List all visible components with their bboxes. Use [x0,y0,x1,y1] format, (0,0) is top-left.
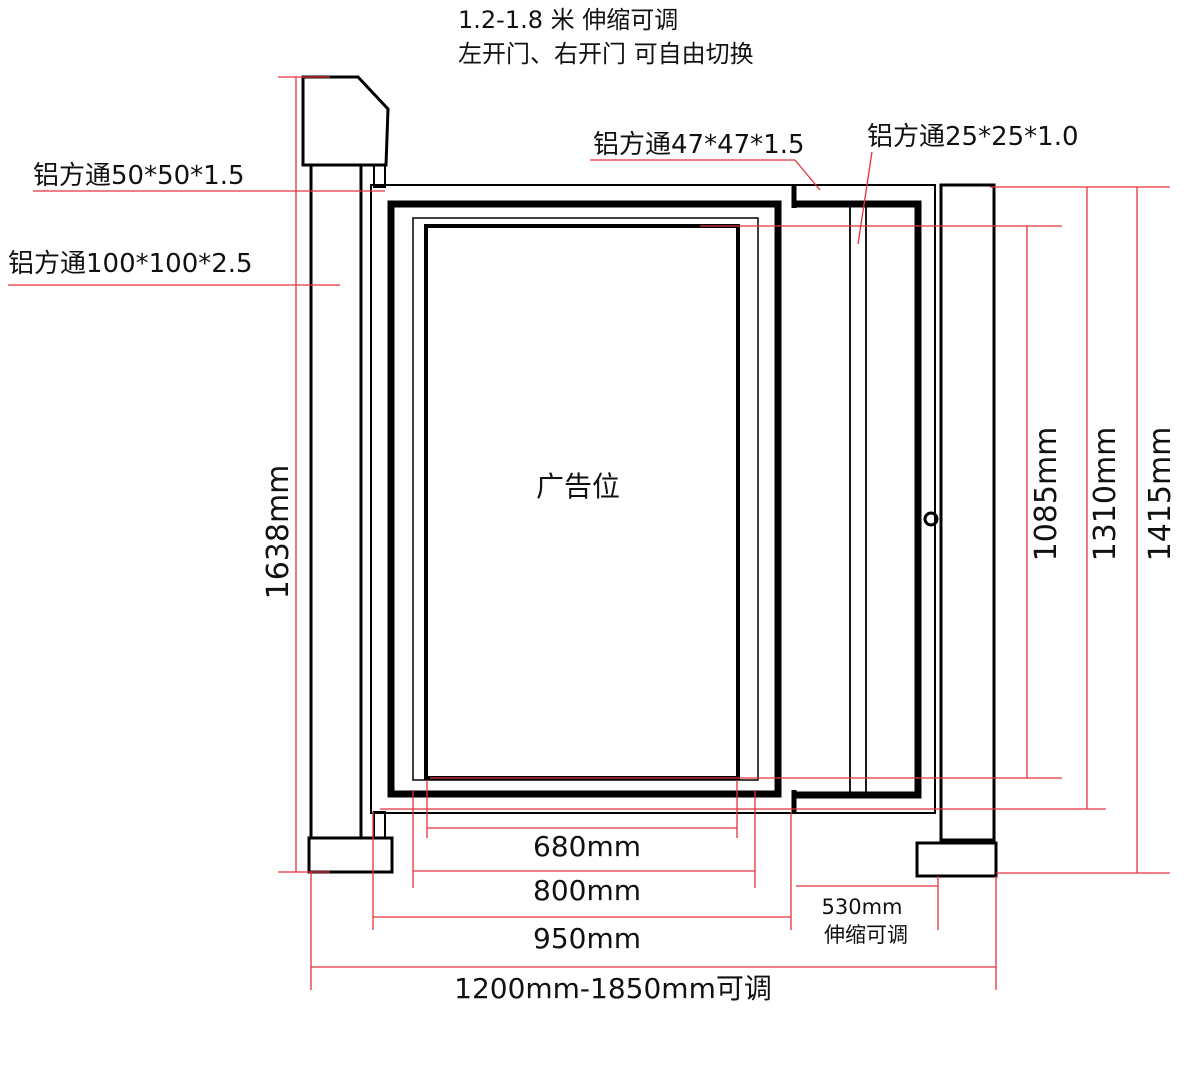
header-line-1: 1.2-1.8 米 伸缩可调 [458,6,678,34]
left-post-cap [301,75,390,167]
dim-label-680: 680mm [533,830,641,863]
left-post-body [309,163,363,840]
gate-frame: 广告位 [370,184,939,814]
dim-label-1638: 1638mm [261,465,296,600]
label-tube-100: 铝方通100*100*2.5 [8,249,253,279]
dim-label-1200: 1200mm-1850mm可调 [454,972,772,1005]
right-post [915,183,998,878]
leader-tube-25 [857,151,873,245]
dim-label-530: 530mm [822,895,903,919]
left-hinge-top [373,164,386,188]
label-tube-50: 铝方通50*50*1.5 [33,161,245,191]
dim-label-1085: 1085mm [1029,427,1064,562]
label-tube-47: 铝方通47*47*1.5 [593,130,805,160]
leader-tube-47-d [794,159,821,191]
dim-label-950: 950mm [533,922,641,955]
left-post [301,75,394,874]
left-hinge-bottom [373,811,386,839]
dim-label-1310: 1310mm [1088,427,1123,562]
dim-label-800: 800mm [533,874,641,907]
right-post-base [915,841,998,878]
ad-panel-frame [387,200,782,798]
left-post-base [307,836,394,874]
dim-label-1415: 1415mm [1143,427,1178,562]
dimension-lines [8,76,1170,990]
ad-area-label: 广告位 [536,470,620,503]
telescopic-frame [796,200,922,799]
right-post-body [939,183,996,842]
outer-frame [370,184,936,814]
label-tube-25: 铝方通25*25*1.0 [867,122,1079,152]
header-line-2: 左开门、右开门 可自由切换 [458,40,754,68]
gate-lock [923,511,939,527]
dim-label-530-note: 伸缩可调 [824,923,908,947]
